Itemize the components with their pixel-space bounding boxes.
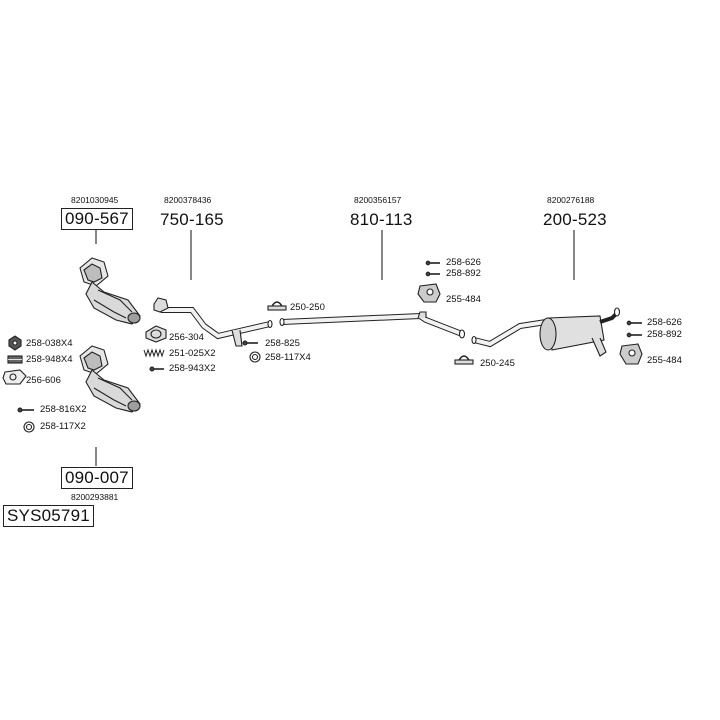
part-number-200-523[interactable]: 200-523 bbox=[543, 210, 607, 229]
hanger-icon-255-484-b bbox=[619, 343, 643, 365]
label-255-484-b[interactable]: 255-484 bbox=[647, 355, 682, 366]
oe-number-090-567: 8201030945 bbox=[71, 195, 119, 205]
part-number-090-567[interactable]: 090-567 bbox=[61, 208, 133, 230]
label-258-948[interactable]: 258-948X4 bbox=[26, 354, 73, 365]
label-258-117-x4[interactable]: 258-117X4 bbox=[265, 352, 311, 363]
system-code: SYS05791 bbox=[3, 505, 94, 527]
bolt-icon-258-943 bbox=[149, 366, 164, 372]
bolt-icon-258-816 bbox=[17, 407, 34, 413]
bolt-icon-258-626-b bbox=[626, 320, 642, 326]
oe-number-810-113: 8200356157 bbox=[354, 195, 402, 205]
label-256-304[interactable]: 256-304 bbox=[169, 332, 204, 343]
clamp-icon-250-250 bbox=[267, 301, 287, 311]
front-pipe bbox=[153, 297, 273, 347]
part-number-750-165[interactable]: 750-165 bbox=[160, 210, 224, 229]
oe-number-750-165: 8200378436 bbox=[164, 195, 212, 205]
catalytic-converter-lower bbox=[79, 345, 141, 413]
bolt-icon-258-892-a bbox=[425, 271, 440, 277]
ring-icon-258-117-x4 bbox=[249, 351, 261, 363]
label-258-626-b[interactable]: 258-626 bbox=[647, 317, 682, 328]
label-256-606[interactable]: 256-606 bbox=[26, 375, 61, 386]
oe-number-090-007: 8200293881 bbox=[71, 492, 119, 502]
bolt-icon-258-825 bbox=[242, 340, 258, 346]
oe-number-200-523: 8200276188 bbox=[547, 195, 595, 205]
label-258-038[interactable]: 258-038X4 bbox=[26, 338, 73, 349]
part-number-090-007[interactable]: 090-007 bbox=[61, 467, 133, 489]
gasket-icon-256-304 bbox=[145, 325, 167, 343]
hanger-icon-255-484-a bbox=[417, 283, 441, 303]
bolt-icon-258-892-b bbox=[626, 332, 642, 338]
rear-silencer bbox=[471, 307, 621, 357]
label-258-816[interactable]: 258-816X2 bbox=[40, 404, 87, 415]
part-number-810-113[interactable]: 810-113 bbox=[350, 210, 413, 229]
label-258-892-a[interactable]: 258-892 bbox=[446, 268, 481, 279]
center-pipe bbox=[279, 311, 466, 339]
label-258-943[interactable]: 258-943X2 bbox=[169, 363, 216, 374]
label-258-626-a[interactable]: 258-626 bbox=[446, 257, 481, 268]
label-258-117-x2[interactable]: 258-117X2 bbox=[40, 421, 86, 432]
catalytic-converter-upper bbox=[79, 257, 141, 325]
label-250-250[interactable]: 250-250 bbox=[290, 302, 325, 313]
stud-icon-258-948 bbox=[7, 355, 23, 364]
label-251-025[interactable]: 251-025X2 bbox=[169, 348, 216, 359]
ring-icon-258-117-x2 bbox=[23, 421, 35, 433]
spring-icon-251-025 bbox=[143, 348, 165, 358]
gasket-icon-256-606 bbox=[2, 369, 27, 385]
label-255-484-a[interactable]: 255-484 bbox=[446, 294, 481, 305]
clamp-icon-250-245 bbox=[454, 355, 474, 365]
label-258-892-b[interactable]: 258-892 bbox=[647, 329, 682, 340]
label-258-825[interactable]: 258-825 bbox=[265, 338, 300, 349]
bolt-icon-258-626-a bbox=[425, 260, 440, 266]
nut-icon-258-038 bbox=[8, 335, 22, 351]
label-250-245[interactable]: 250-245 bbox=[480, 358, 515, 369]
